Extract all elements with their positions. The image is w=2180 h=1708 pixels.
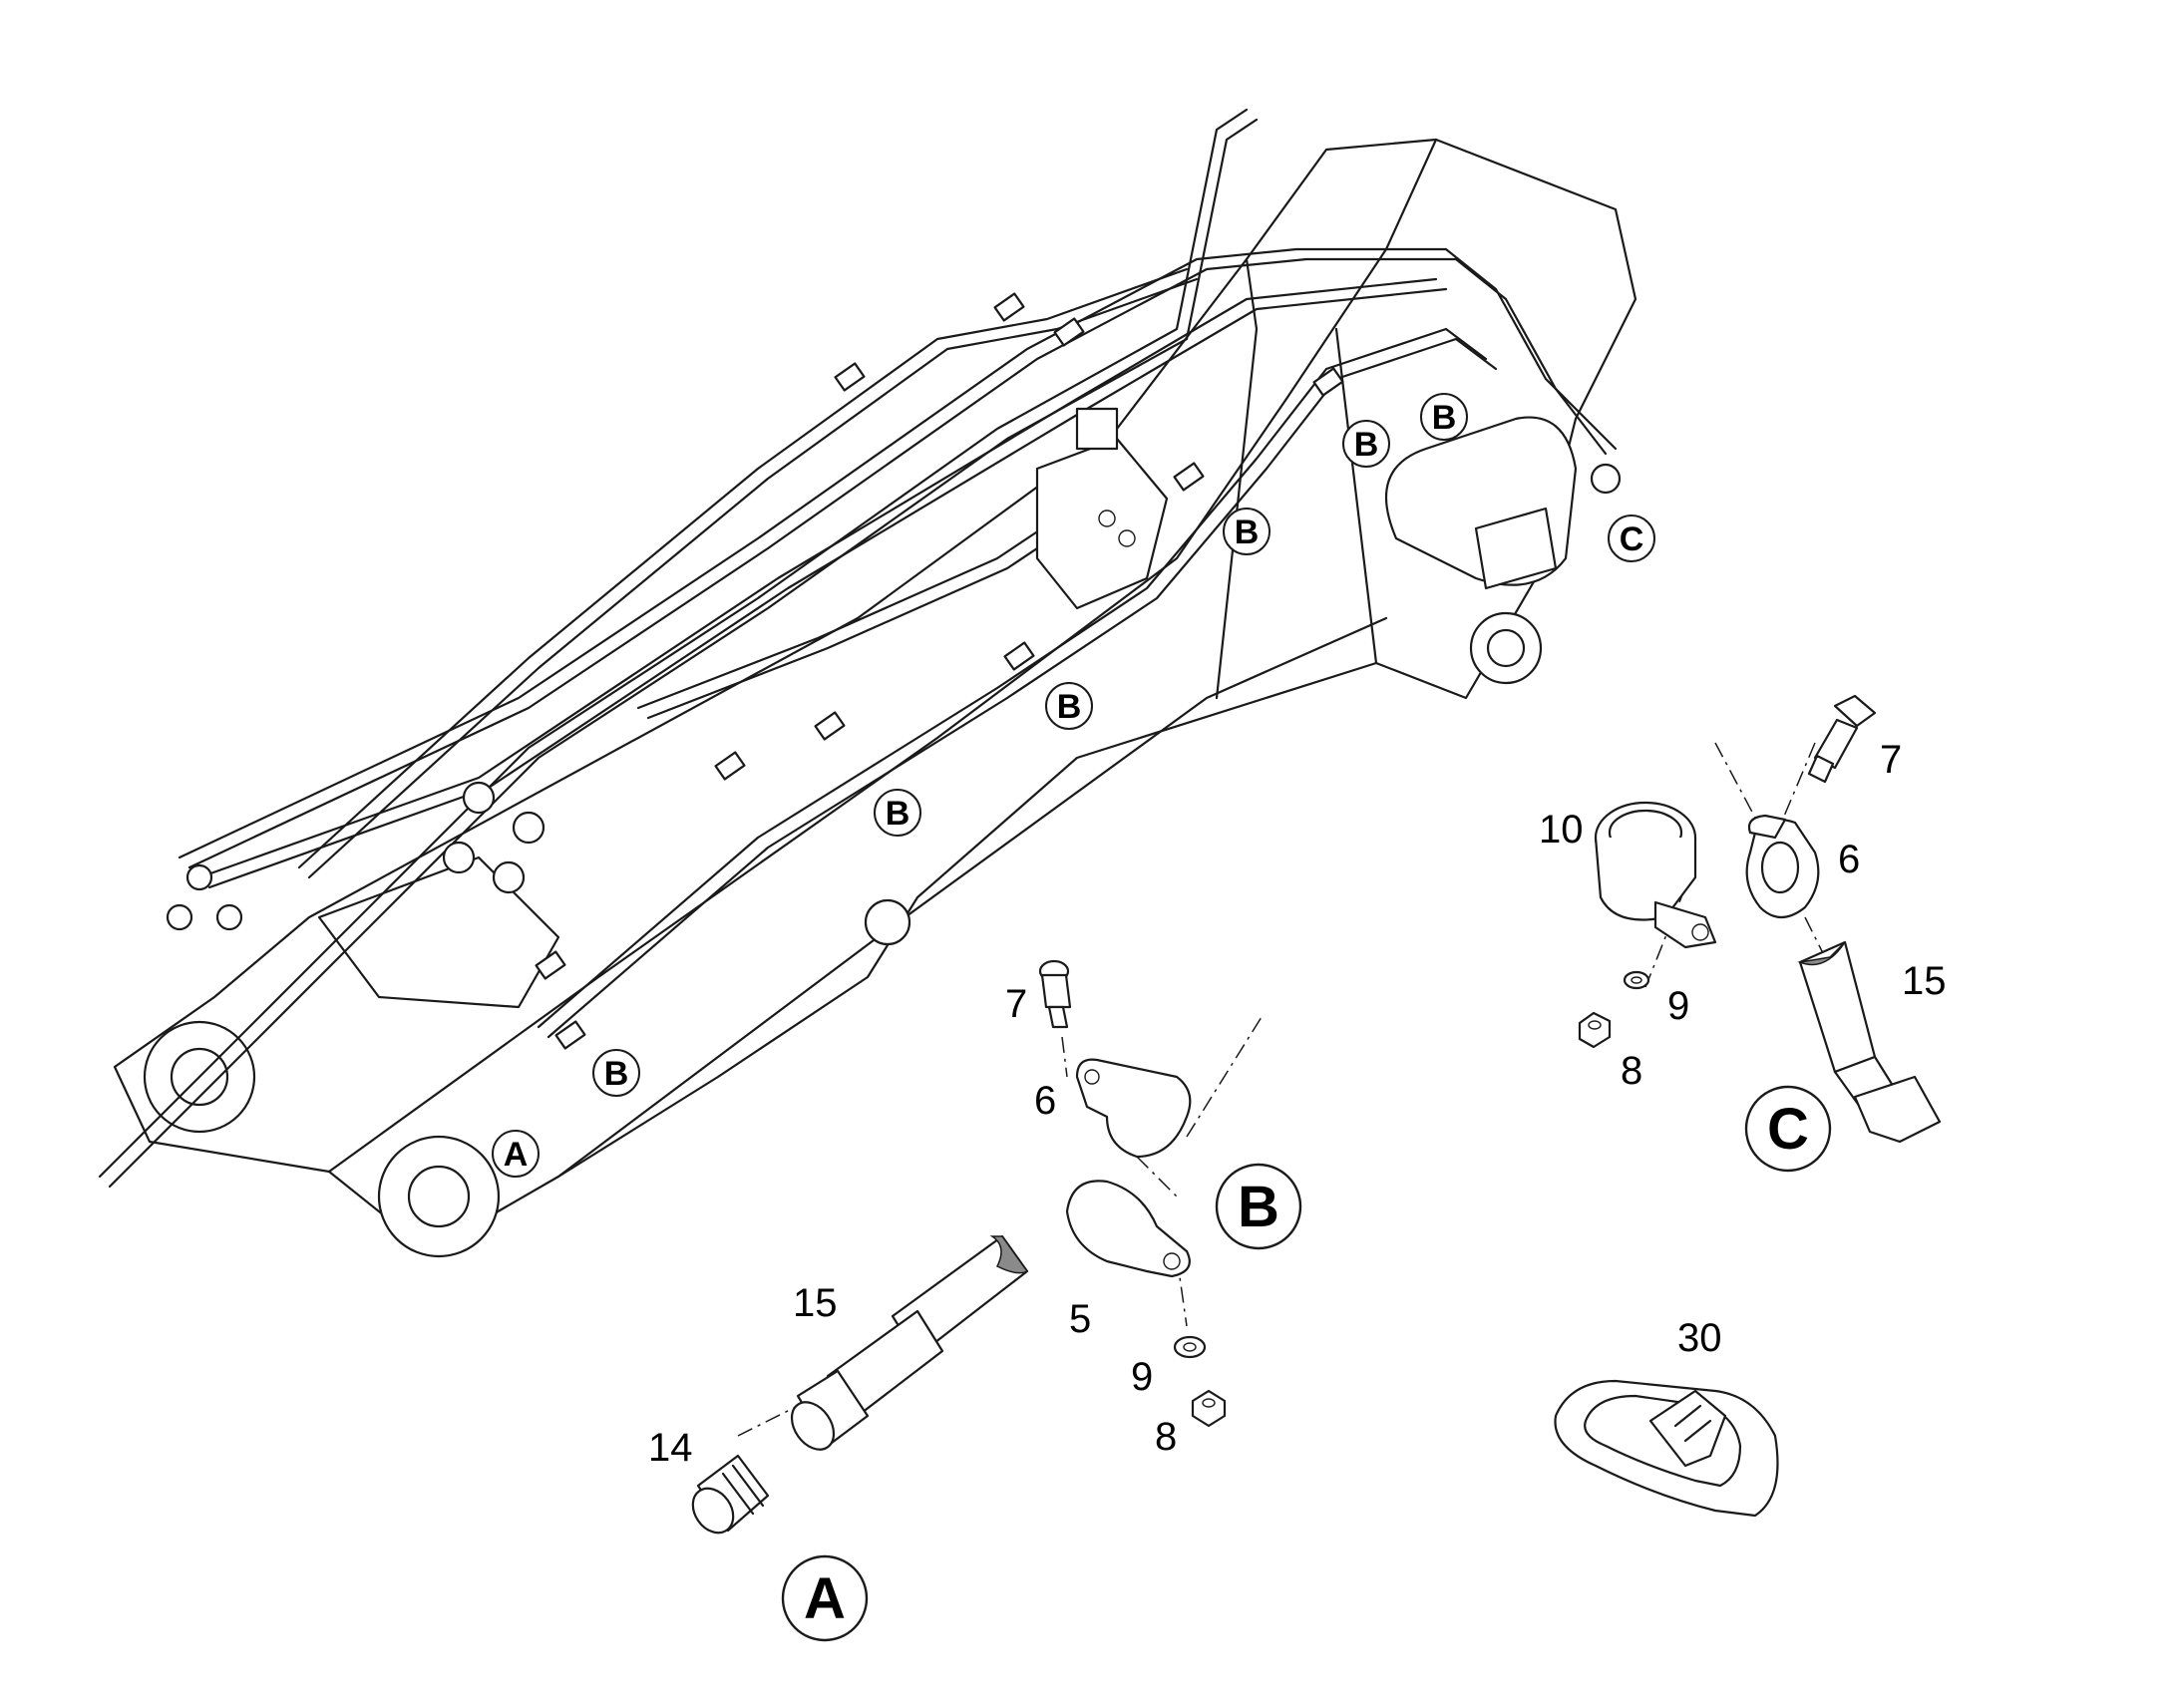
hose	[790, 1234, 1029, 1451]
svg-text:B: B	[1235, 513, 1260, 551]
hose	[1797, 940, 1942, 1144]
washer	[1623, 970, 1650, 990]
detail-c-label: C	[1744, 1085, 1832, 1173]
svg-text:6: 6	[1838, 838, 1860, 881]
callout-b-2: B	[874, 789, 921, 837]
clamp	[1594, 801, 1717, 949]
strap-detail: 30	[1554, 1316, 1779, 1518]
svg-text:6: 6	[1034, 1079, 1056, 1123]
callout-c: C	[1608, 514, 1655, 562]
svg-text:5: 5	[1069, 1297, 1091, 1341]
svg-text:B: B	[1432, 399, 1457, 437]
svg-text:15: 15	[793, 1281, 838, 1325]
fitting	[691, 1454, 770, 1535]
svg-text:C: C	[1620, 520, 1644, 558]
callout-b-5: B	[1342, 420, 1390, 468]
boom-assembly	[98, 108, 1637, 1258]
callout-b-6: B	[1420, 393, 1468, 441]
callout-a: A	[492, 1130, 540, 1178]
washer	[1173, 1335, 1207, 1359]
nut	[1578, 1011, 1612, 1049]
svg-text:9: 9	[1131, 1355, 1153, 1399]
detail-c: 7 10 6 9 8 15 C	[1539, 694, 1947, 1173]
svg-text:7: 7	[1880, 738, 1902, 782]
svg-text:B: B	[886, 795, 910, 833]
detail-b: 7 6 5 9 8 B	[1005, 959, 1302, 1459]
svg-text:A: A	[804, 1566, 846, 1631]
bolt	[1038, 959, 1072, 1029]
clamp-upper	[1075, 1058, 1192, 1159]
detail-b-label: B	[1215, 1163, 1302, 1250]
clamp-lower	[1065, 1180, 1191, 1278]
svg-text:30: 30	[1677, 1316, 1722, 1360]
svg-text:B: B	[1238, 1175, 1279, 1239]
svg-text:14: 14	[648, 1426, 693, 1470]
svg-text:C: C	[1767, 1097, 1809, 1162]
svg-text:7: 7	[1005, 982, 1027, 1026]
svg-text:10: 10	[1539, 808, 1584, 852]
nut	[1191, 1389, 1227, 1428]
svg-text:B: B	[1354, 426, 1379, 464]
svg-text:8: 8	[1621, 1049, 1642, 1093]
clamp-half	[1745, 814, 1820, 919]
detail-a-label: A	[781, 1554, 869, 1642]
svg-text:8: 8	[1155, 1415, 1177, 1459]
svg-text:B: B	[604, 1055, 629, 1093]
bolt	[1807, 694, 1877, 784]
callout-b-3: B	[1045, 682, 1093, 730]
svg-text:B: B	[1057, 688, 1082, 726]
callout-b-4: B	[1223, 508, 1271, 555]
svg-text:A: A	[504, 1136, 529, 1174]
svg-text:9: 9	[1667, 984, 1689, 1028]
detail-a: 15 14 A	[648, 1234, 1029, 1642]
callout-b-1: B	[592, 1049, 640, 1097]
svg-text:15: 15	[1902, 959, 1947, 1003]
